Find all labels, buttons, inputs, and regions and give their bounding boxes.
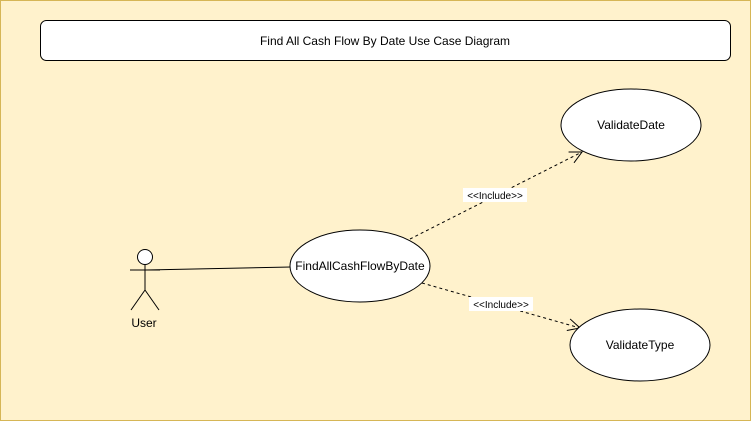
use-case-validate-type[interactable]: ValidateType <box>569 308 711 382</box>
include-label-date-text: <<Include>> <box>467 191 523 202</box>
use-case-validate-date-label: ValidateDate <box>597 118 665 132</box>
actor-user-label: User <box>131 316 156 330</box>
include-label-type-background <box>469 297 533 311</box>
use-case-validate-date[interactable]: ValidateDate <box>560 88 702 162</box>
use-case-validate-type-label: ValidateType <box>606 338 675 352</box>
use-case-main-label: FindAllCashFlowByDate <box>295 259 425 273</box>
association-line[interactable] <box>145 266 292 271</box>
include-label-date: <<Include>> <box>463 188 527 202</box>
title-box[interactable]: Find All Cash Flow By Date Use Case Diag… <box>40 20 731 61</box>
diagram-title: Find All Cash Flow By Date Use Case Diag… <box>260 34 510 48</box>
include-label-type: <<Include>> <box>469 297 533 311</box>
include-label-type-text: <<Include>> <box>473 300 529 311</box>
actor-user[interactable]: User <box>130 249 160 331</box>
use-case-main-ellipse <box>289 229 431 303</box>
include-label-date-background <box>463 188 527 202</box>
use-case-validate-date-ellipse <box>560 88 702 162</box>
title-box-frame <box>40 20 731 61</box>
use-case-find-all-cash-flow-by-date[interactable]: FindAllCashFlowByDate <box>289 229 431 303</box>
use-case-validate-type-ellipse <box>569 308 711 382</box>
stick-figure-icon <box>130 249 160 311</box>
